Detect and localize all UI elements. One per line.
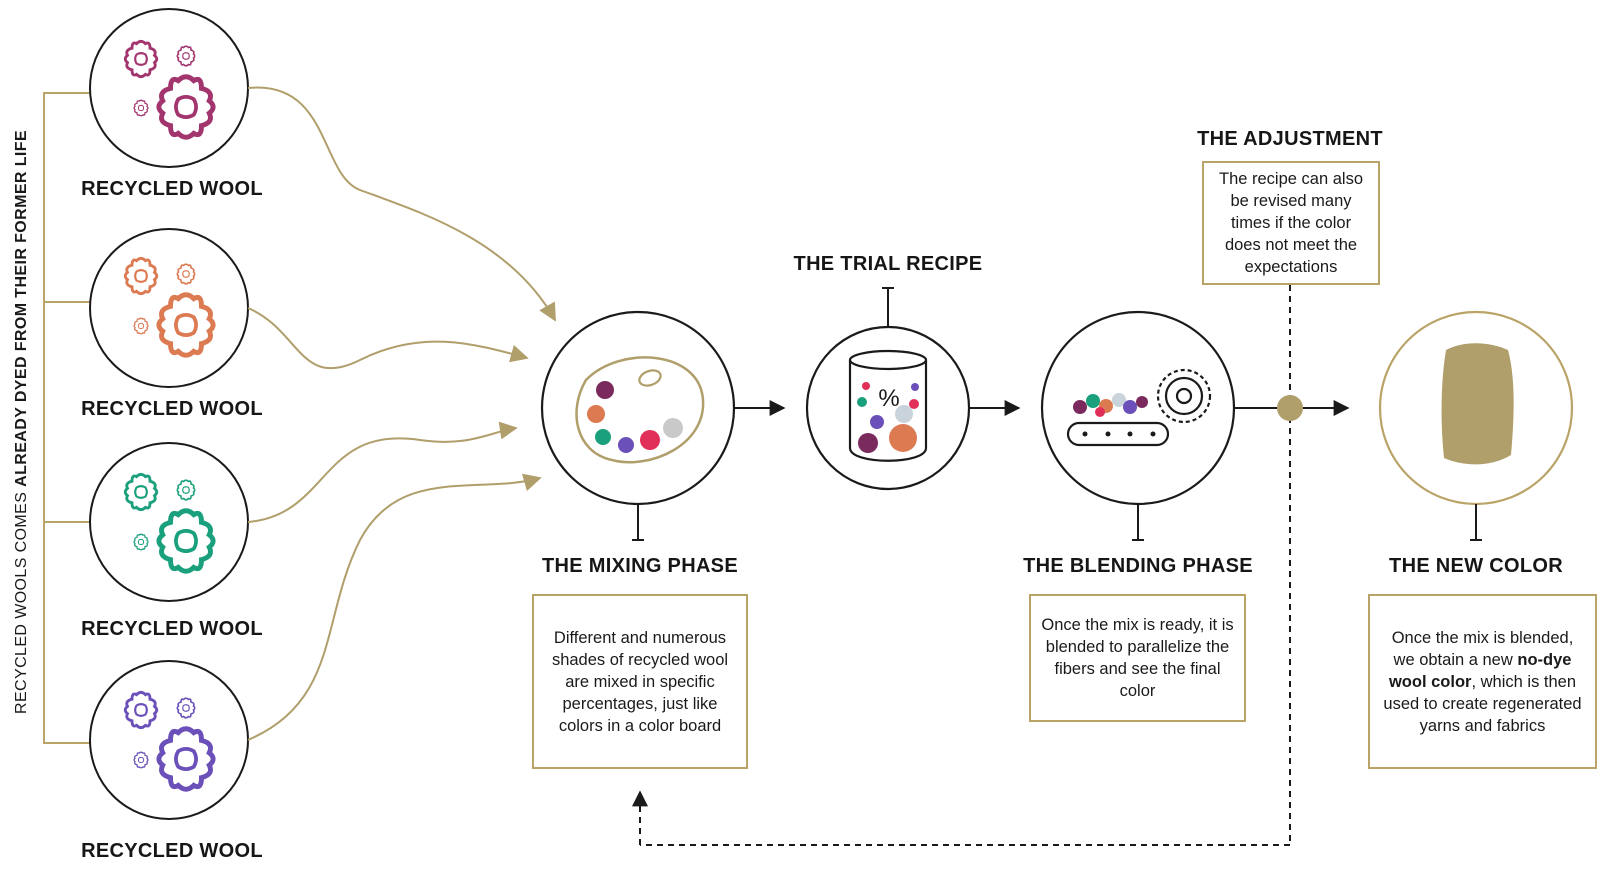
trial-title: THE TRIAL RECIPE bbox=[793, 253, 983, 275]
junction-dot bbox=[1277, 395, 1303, 421]
mixing-node bbox=[540, 310, 786, 541]
source-label-1: RECYCLED WOOL bbox=[81, 178, 263, 200]
mixing-description: Different and numerous shades of recycle… bbox=[532, 594, 748, 769]
source-label-3: RECYCLED WOOL bbox=[81, 618, 263, 640]
blending-description: Once the mix is ready, it is blended to … bbox=[1029, 594, 1246, 722]
source-wool-4 bbox=[89, 660, 249, 820]
source-wool-1 bbox=[89, 8, 249, 168]
blending-node bbox=[1040, 310, 1350, 541]
source-wool-2 bbox=[89, 228, 249, 388]
connector-curve bbox=[247, 86, 556, 322]
percent-symbol: % bbox=[878, 385, 899, 412]
new-color-node bbox=[1378, 310, 1574, 541]
source-label-4: RECYCLED WOOL bbox=[81, 840, 263, 862]
conveyor-icon bbox=[1066, 421, 1170, 447]
adjustment-description: The recipe can also be revised many time… bbox=[1202, 161, 1380, 285]
source-bracket bbox=[43, 92, 92, 744]
connector-curve bbox=[247, 307, 529, 370]
side-label: RECYCLED WOOLS COMES ALREADY DYED FROM T… bbox=[13, 130, 31, 714]
blending-title: THE BLENDING PHASE bbox=[1023, 555, 1253, 577]
connector-curve bbox=[247, 421, 518, 523]
wool-skein-icon bbox=[1441, 343, 1514, 465]
new-color-title: THE NEW COLOR bbox=[1389, 555, 1563, 577]
adjustment-title: THE ADJUSTMENT bbox=[1197, 128, 1383, 150]
connector-curve bbox=[247, 473, 542, 741]
adjustment-loop bbox=[632, 285, 1303, 846]
side-label-prefix: RECYCLED WOOLS COMES bbox=[13, 491, 30, 714]
new-color-desc-after: , which is then used to create regenerat… bbox=[1383, 672, 1582, 735]
mixing-title: THE MIXING PHASE bbox=[542, 555, 738, 577]
new-color-desc-before: Once the mix is blended, we obtain a new bbox=[1391, 628, 1574, 669]
new-color-desc-bold: no-dye wool color bbox=[1388, 650, 1572, 691]
side-label-emphasis: ALREADY DYED FROM THEIR FORMER LIFE bbox=[13, 130, 30, 487]
source-label-2: RECYCLED WOOL bbox=[81, 398, 263, 420]
trial-node: % bbox=[805, 287, 1021, 491]
new-color-description: Once the mix is blended, we obtain a new… bbox=[1368, 594, 1597, 769]
source-wool-3 bbox=[89, 442, 249, 602]
